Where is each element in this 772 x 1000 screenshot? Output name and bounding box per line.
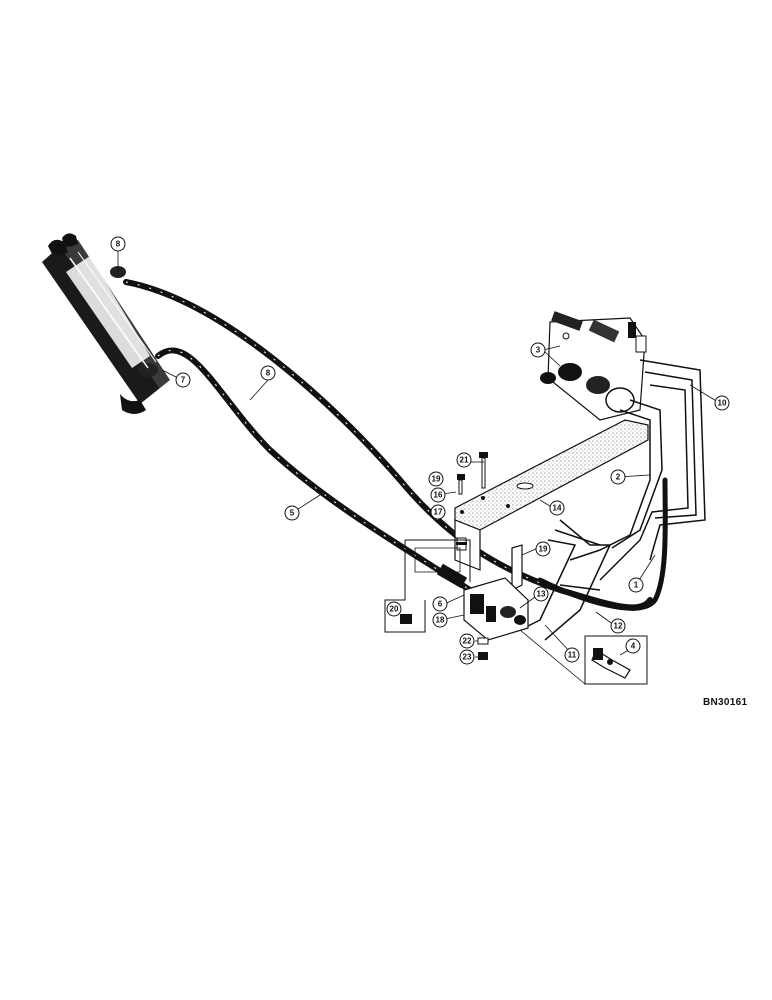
svg-text:18: 18	[436, 616, 445, 625]
callout-11: 11	[564, 647, 580, 663]
nut-17	[456, 537, 467, 551]
bolt-15	[457, 474, 465, 495]
svg-text:3: 3	[536, 346, 541, 355]
steel-lines	[519, 359, 706, 641]
svg-text:19: 19	[432, 475, 441, 484]
return-hose	[537, 477, 668, 611]
svg-text:5: 5	[290, 509, 295, 518]
svg-text:11: 11	[568, 651, 577, 660]
control-valve-assembly	[540, 311, 647, 421]
inset-box-4	[519, 629, 648, 685]
mounting-bracket	[454, 419, 649, 571]
callout-8-top: 8	[110, 236, 126, 252]
callout-4: 4	[625, 638, 641, 654]
callout-6: 6	[432, 596, 448, 612]
callout-14: 14	[549, 500, 565, 516]
svg-text:2: 2	[616, 473, 621, 482]
svg-text:6: 6	[438, 600, 443, 609]
nut-23	[478, 652, 488, 660]
callout-5: 5	[284, 505, 300, 521]
callout-21: 21	[456, 452, 472, 468]
callout-2: 2	[610, 469, 626, 485]
callout-17: 17	[430, 504, 446, 520]
svg-text:22: 22	[463, 637, 472, 646]
hydraulic-hose-5	[155, 347, 473, 593]
callout-7: 7	[175, 372, 191, 388]
inset-box-20	[384, 539, 471, 633]
svg-text:8: 8	[266, 369, 271, 378]
svg-text:19: 19	[539, 545, 548, 554]
callout-1: 1	[628, 577, 644, 593]
svg-text:8: 8	[116, 240, 121, 249]
svg-text:16: 16	[434, 491, 443, 500]
svg-text:4: 4	[631, 642, 636, 651]
spool-valve	[436, 563, 529, 641]
svg-text:10: 10	[718, 399, 727, 408]
svg-text:14: 14	[553, 504, 562, 513]
svg-text:20: 20	[390, 605, 399, 614]
callout-20: 20	[386, 601, 402, 617]
callout-22: 22	[459, 633, 475, 649]
callout-19-upper: 19	[428, 471, 444, 487]
callout-18: 18	[432, 612, 448, 628]
callout-8-hose: 8	[260, 365, 276, 381]
callout-3: 3	[530, 342, 546, 358]
reference-code: BN30161	[703, 697, 748, 708]
hydraulic-cylinder	[42, 233, 170, 414]
callout-23: 23	[459, 649, 475, 665]
lever-19	[511, 544, 523, 591]
callout-19: 19	[535, 541, 551, 557]
callout-13: 13	[533, 586, 549, 602]
svg-text:17: 17	[434, 508, 443, 517]
callout-16: 16	[430, 487, 446, 503]
svg-text:21: 21	[460, 456, 469, 465]
svg-text:12: 12	[614, 622, 623, 631]
svg-text:1: 1	[634, 581, 639, 590]
svg-text:7: 7	[181, 376, 186, 385]
bolt-21	[479, 452, 488, 489]
svg-text:23: 23	[463, 653, 472, 662]
washer-22	[477, 637, 489, 645]
callout-10: 10	[714, 395, 730, 411]
svg-text:13: 13	[537, 590, 546, 599]
callout-12: 12	[610, 618, 626, 634]
